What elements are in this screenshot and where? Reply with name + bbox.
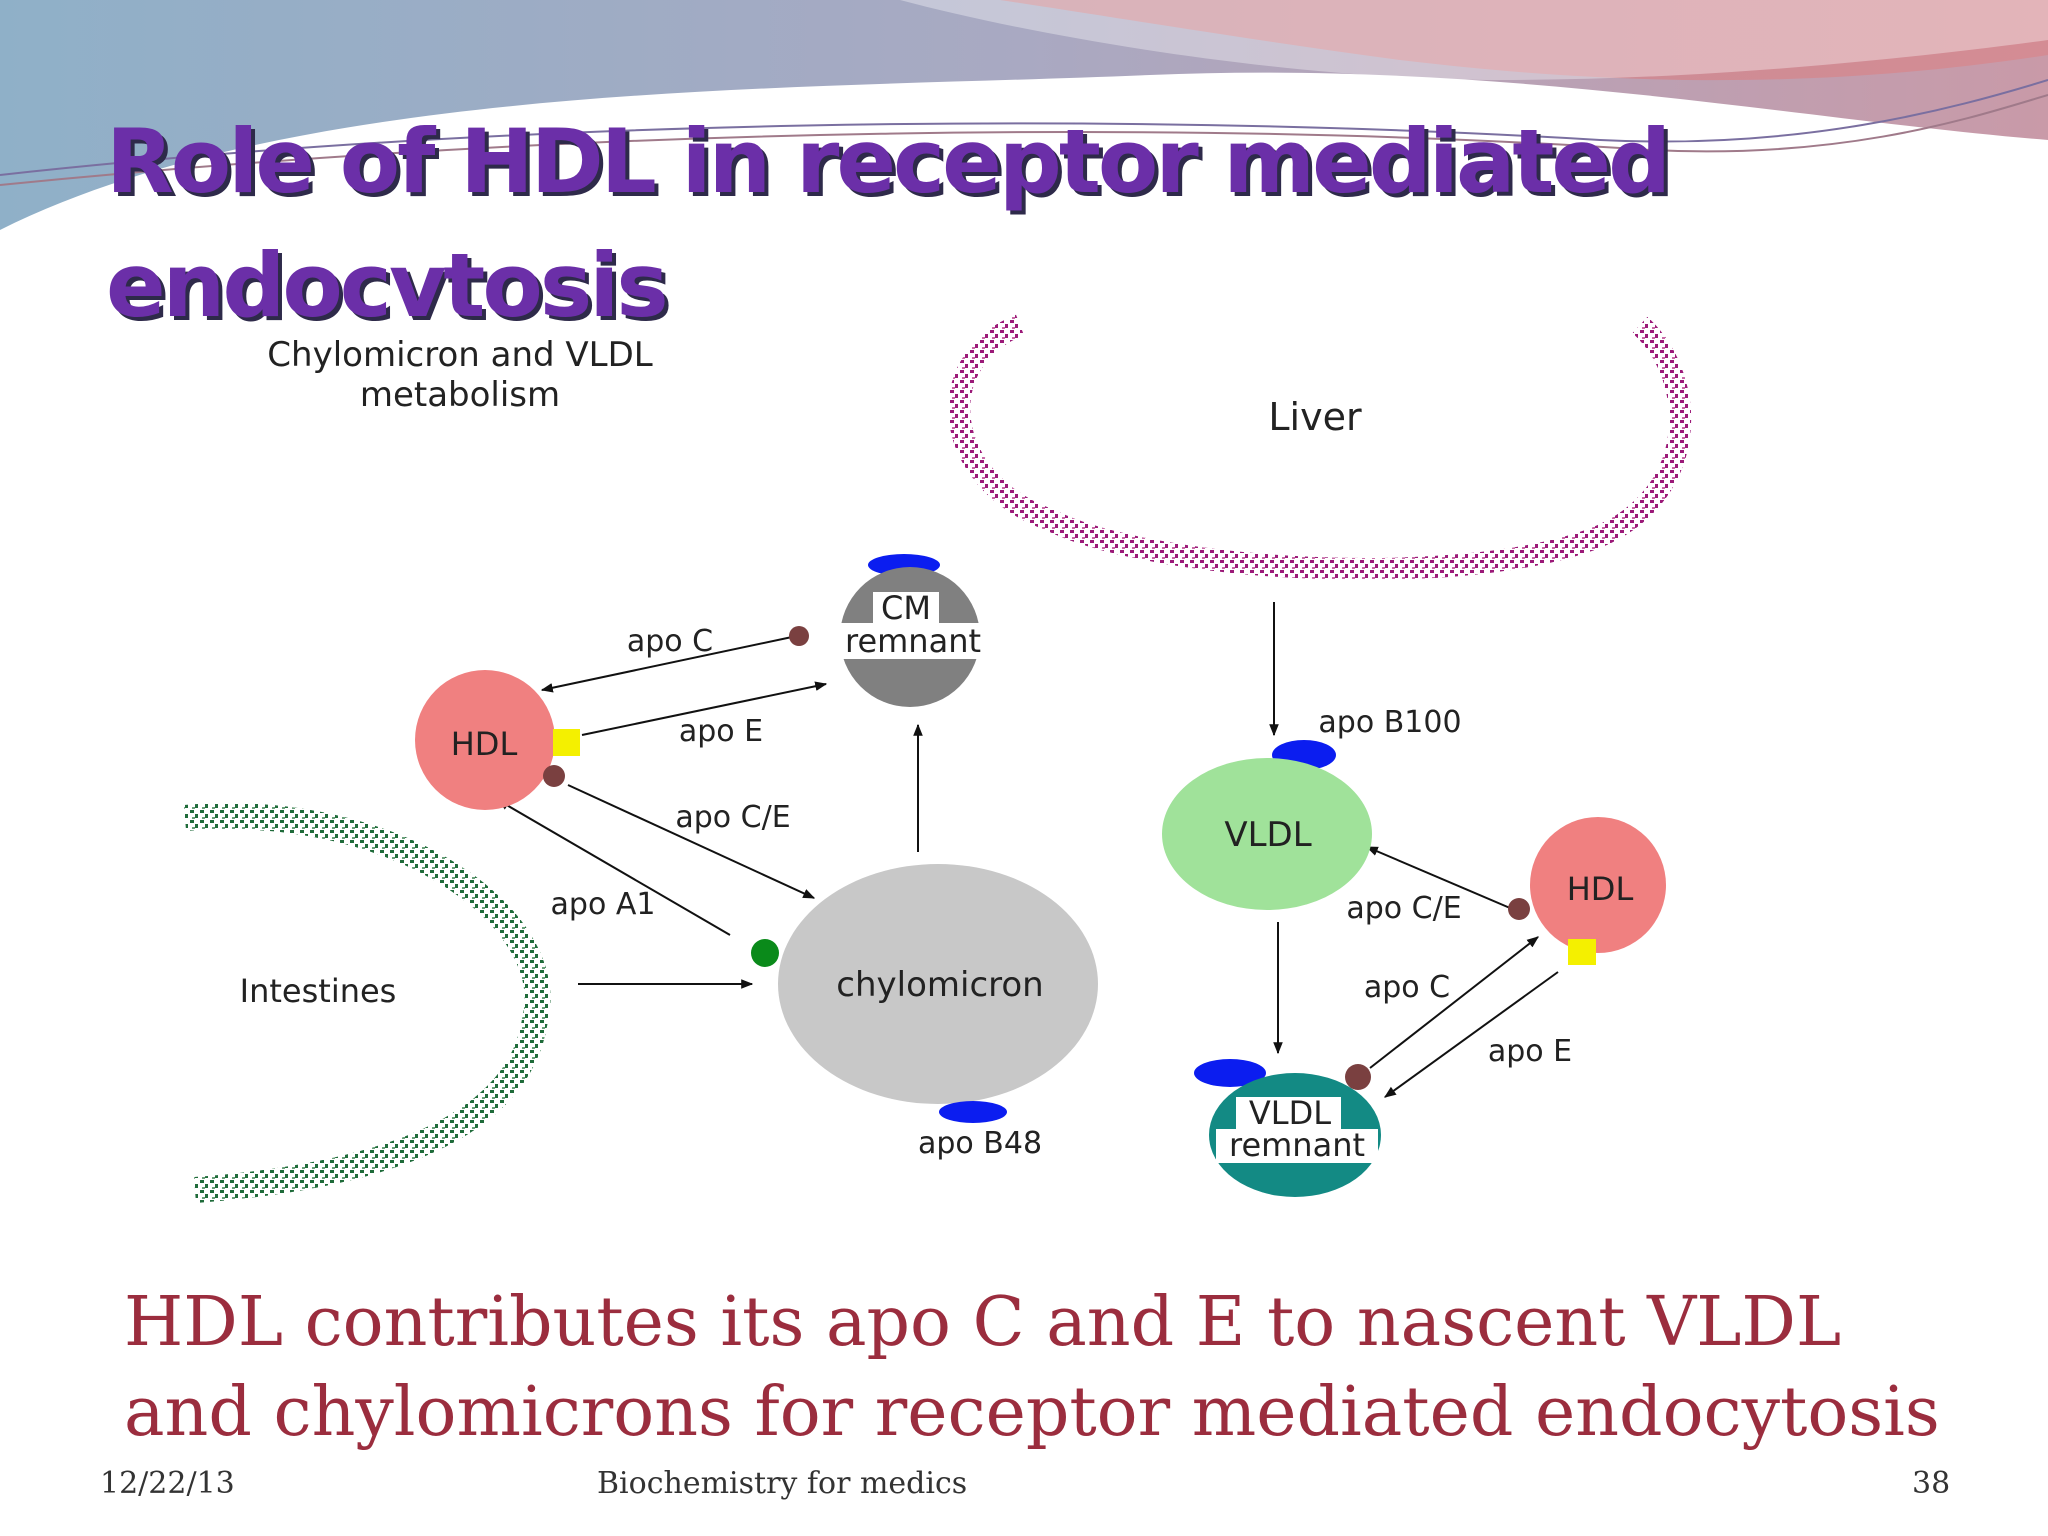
arrow-hdl-to-vldl-remnant-apo-e — [1384, 971, 1559, 1098]
apo-a1-label: apo A1 — [551, 887, 656, 922]
apo-ce-left-label: apo C/E — [675, 800, 790, 835]
apo-b-marker-vldl-remnant — [1194, 1059, 1266, 1087]
liver-membrane — [948, 314, 1692, 580]
apo-e-right-label: apo E — [1488, 1034, 1572, 1069]
thin-line-1 — [0, 79, 2048, 176]
slide-title: Role of HDL in receptor mediated endocvt… — [106, 110, 1671, 337]
slide-body-text: HDL contributes its apo C and E to nasce… — [124, 1283, 1940, 1452]
arrow-hdl-to-vldl-apo-ce — [1365, 846, 1511, 909]
apo-c-dot-hdl-left — [543, 765, 565, 787]
chylomicron-particle — [778, 864, 1098, 1104]
chylomicron-label: chylomicron — [836, 965, 1043, 1005]
hdl-left-particle — [415, 670, 555, 810]
vldl-remnant-label-line1: VLDL — [1249, 1094, 1331, 1132]
footer-date: 12/22/13 — [100, 1466, 235, 1501]
apo-b100-label: apo B100 — [1318, 705, 1461, 740]
top-wave-rose — [1000, 0, 2048, 81]
intestines-membrane — [183, 803, 551, 1203]
cm-remnant-label-line1: CM — [881, 589, 931, 627]
diagram-heading-line2: metabolism — [360, 375, 560, 415]
apo-e-left-label: apo E — [679, 714, 763, 749]
arrow-hdl-to-cm-remnant-apo-e — [581, 681, 828, 736]
apo-e-square-hdl-left — [553, 729, 580, 756]
hdl-right-label: HDL — [1567, 870, 1634, 908]
footer-course: Biochemistry for medics — [597, 1466, 968, 1501]
liver-label: Liver — [1268, 395, 1362, 439]
arrow-vldl-remnant-to-hdl-apo-c — [1369, 936, 1539, 1069]
apo-c-right-label: apo C — [1364, 970, 1450, 1005]
arrow-cm-remnant-to-hdl-apo-c — [540, 636, 793, 693]
vldl-label: VLDL — [1224, 815, 1311, 855]
apo-c-dot-vldl-remnant — [1345, 1064, 1371, 1090]
apo-b48-label: apo B48 — [918, 1126, 1042, 1161]
hdl-left-label: HDL — [451, 725, 518, 763]
vldl-remnant-label-box-1 — [1236, 1097, 1341, 1131]
apo-ce-right-label: apo C/E — [1346, 891, 1461, 926]
vldl-remnant-label-box-2 — [1216, 1129, 1378, 1163]
hdl-right-particle — [1530, 817, 1666, 953]
apo-c-left-label: apo C — [627, 624, 713, 659]
apo-a1-dot — [751, 939, 779, 967]
apo-e-square-hdl-right — [1568, 939, 1596, 965]
cm-remnant-label-box-1 — [873, 592, 939, 626]
thin-line-2 — [0, 94, 2048, 186]
apo-c-dot-hdl-right — [1508, 898, 1530, 920]
diagram-heading-line1: Chylomicron and VLDL — [267, 335, 652, 375]
cm-remnant-label-box-2 — [830, 623, 996, 659]
apo-b48-marker — [939, 1101, 1007, 1123]
arrow-hdl-to-chylomicron-apo-ce — [567, 784, 816, 899]
arrow-chylomicron-to-hdl-apo-a1 — [496, 799, 731, 936]
footer-page-number: 38 — [1912, 1466, 1951, 1501]
vldl-remnant-label-line2: remnant — [1229, 1126, 1365, 1164]
vldl-particle — [1162, 758, 1372, 910]
cm-remnant-label-line2: remnant — [845, 622, 981, 660]
intestines-label: Intestines — [240, 972, 397, 1010]
apo-c-dot-cm-remnant — [789, 626, 809, 646]
top-wave-white — [900, 0, 2048, 80]
lipoprotein-metabolism-diagram: Chylomicron and VLDL metabolism Liver In… — [183, 314, 1692, 1203]
